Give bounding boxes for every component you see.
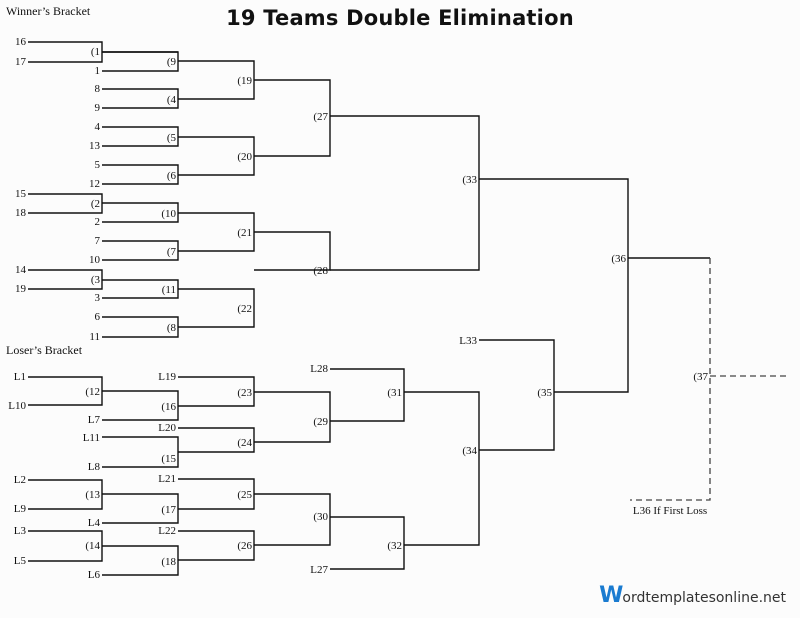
seed-label: 9 [95, 102, 101, 114]
seed-label: 6 [95, 311, 101, 323]
loser-entry: L3 [14, 525, 27, 537]
game-label: (37 [693, 371, 708, 383]
loser-entry: L7 [88, 414, 101, 426]
seed-label: 13 [89, 140, 101, 152]
seed-label: 19 [15, 283, 27, 295]
seed-label: 18 [15, 207, 27, 219]
game-label: (4 [167, 94, 177, 106]
losers-labels: L1 L10 L2 L9 L3 L5 (12 (13 (14 L7 L11 L8… [8, 335, 707, 581]
seed-label: 4 [95, 121, 101, 133]
seed-label: 8 [95, 83, 101, 95]
loser-entry: L8 [88, 461, 101, 473]
loser-entry: L11 [83, 432, 100, 444]
seed-label: 11 [89, 331, 100, 343]
loser-entry: L22 [158, 525, 176, 537]
game-label: (2 [91, 198, 100, 210]
game-label: (28 [313, 265, 328, 277]
game-label: (22 [237, 303, 252, 315]
seed-label: 3 [95, 292, 101, 304]
loser-entry: L28 [310, 363, 328, 375]
game-label: (19 [237, 75, 252, 87]
game-label: (23 [237, 387, 252, 399]
seed-label: 10 [89, 254, 101, 266]
loser-entry: L4 [88, 517, 101, 529]
if-necessary-lines [630, 258, 787, 501]
game-label: (9 [167, 56, 177, 68]
loser-entry: L2 [14, 474, 26, 486]
game-label: (34 [462, 445, 477, 457]
loser-entry: L27 [310, 564, 328, 576]
game-label: (36 [611, 253, 626, 265]
seed-label: 12 [89, 178, 100, 190]
seed-label: 17 [15, 56, 27, 68]
game-label: (15 [161, 453, 176, 465]
game-label: (12 [85, 386, 100, 398]
game-label: (16 [161, 401, 176, 413]
logo-w-icon: W [599, 583, 624, 608]
game-label: (14 [85, 540, 100, 552]
game-label: (10 [161, 208, 176, 220]
game-label: (35 [537, 387, 552, 399]
game-label: (6 [167, 170, 177, 182]
game-label: (7 [167, 246, 177, 258]
loser-entry: L6 [88, 569, 101, 581]
game-label: (5 [167, 132, 177, 144]
game-label: (26 [237, 540, 252, 552]
game-label: (17 [161, 504, 176, 516]
seed-label: 5 [95, 159, 101, 171]
seed-label: 1 [95, 65, 101, 77]
loser-entry: L9 [14, 503, 27, 515]
game-label: (32 [387, 540, 402, 552]
seed-label: 15 [15, 188, 27, 200]
game-label: (24 [237, 437, 252, 449]
loser-entry: L33 [459, 335, 477, 347]
seed-label: 7 [95, 235, 101, 247]
loser-entry: L10 [8, 400, 26, 412]
winners-bracket-label: Winner’s Bracket [6, 4, 91, 18]
game-label: (31 [387, 387, 402, 399]
game-label: (21 [237, 227, 252, 239]
loser-entry: L19 [158, 371, 176, 383]
losers-bracket-label: Loser’s Bracket [6, 343, 83, 357]
game-label: (8 [167, 322, 177, 334]
game-label: (29 [313, 416, 328, 428]
if-first-loss-label: L36 If First Loss [633, 505, 707, 517]
winners-labels: 16 17 (1 1 8 9 4 13 5 12 15 18 (2 2 7 10… [15, 36, 708, 383]
page-title: 19 Teams Double Elimination [226, 6, 574, 30]
game-label: (20 [237, 151, 252, 163]
game-label: (27 [313, 111, 328, 123]
game-label: (33 [462, 174, 477, 186]
loser-entry: L1 [14, 371, 26, 383]
bracket-lines [28, 41, 710, 576]
seed-label: 14 [15, 264, 27, 276]
game-label: (3 [91, 274, 101, 286]
game-label: (1 [91, 46, 100, 58]
game-label: (13 [85, 489, 100, 501]
loser-entry: L20 [158, 422, 176, 434]
game-label: (25 [237, 489, 252, 501]
site-logo: W ordtemplatesonline.net [599, 583, 786, 608]
game-label: (18 [161, 556, 176, 568]
game-label: (11 [162, 284, 176, 296]
loser-entry: L5 [14, 555, 27, 567]
loser-entry: L21 [158, 473, 176, 485]
game-label: (30 [313, 511, 328, 523]
logo-text: ordtemplatesonline.net [622, 590, 786, 606]
seed-label: 16 [15, 36, 27, 48]
seed-label: 2 [95, 216, 101, 228]
